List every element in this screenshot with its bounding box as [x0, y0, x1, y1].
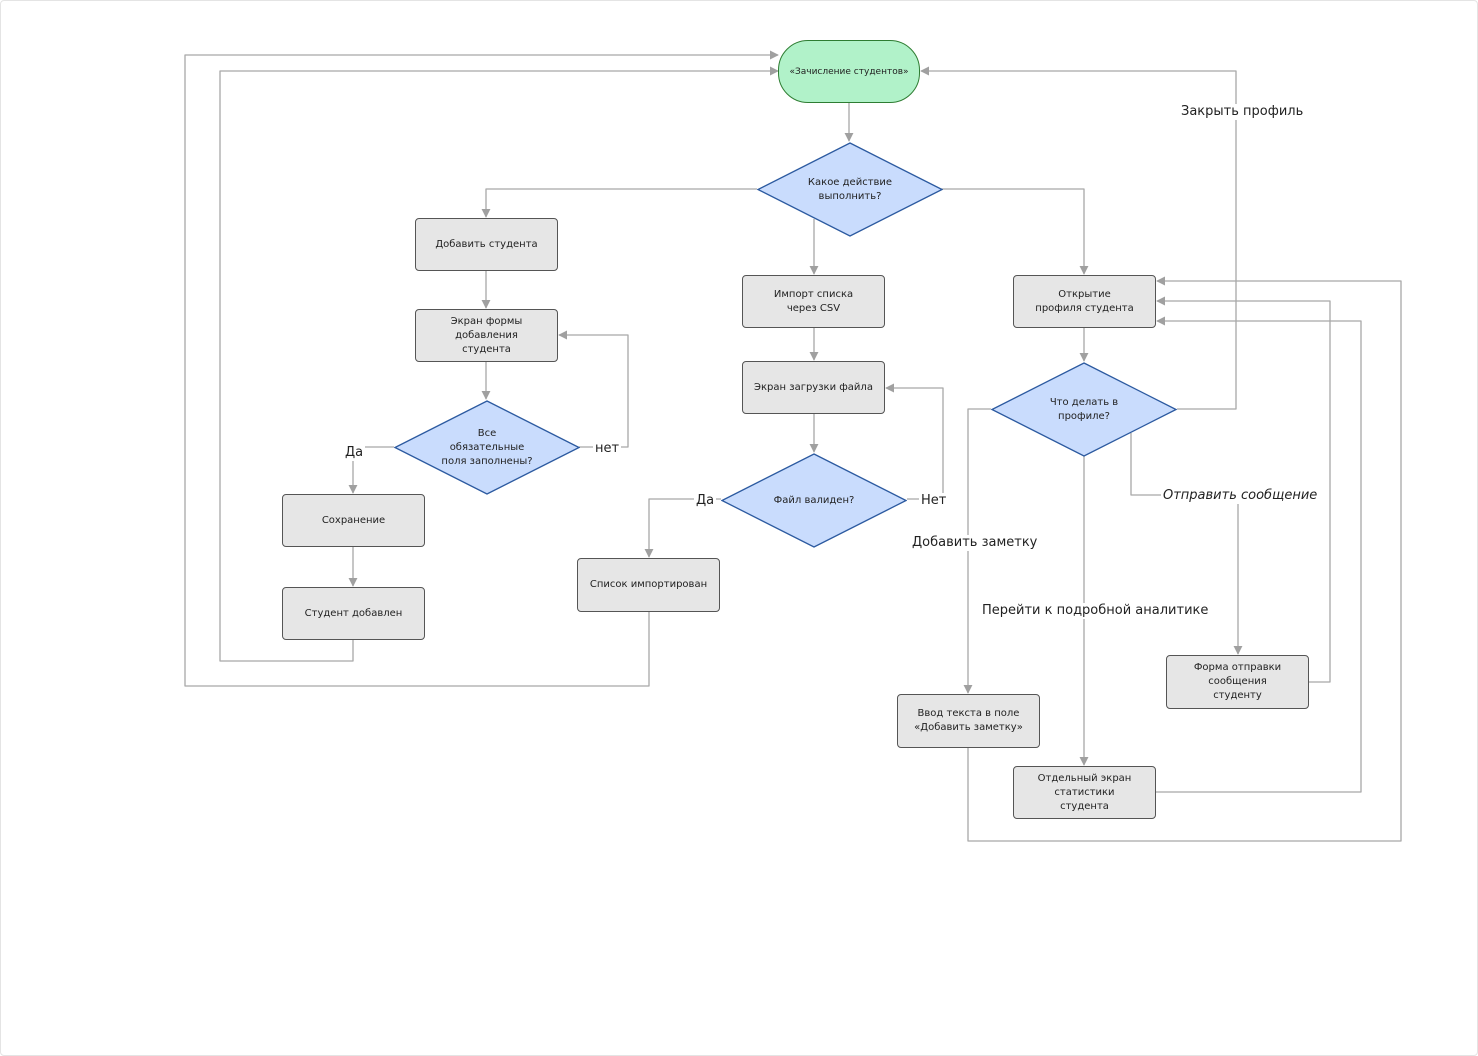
edge-added-to-start: [219, 66, 779, 662]
edge-message-back: [1156, 296, 1331, 683]
decision-file-valid[interactable]: Файл валиден?: [721, 453, 907, 548]
process-import-csv[interactable]: Импорт списка через CSV: [742, 275, 885, 328]
process-upload-screen-label: Экран загрузки файла: [754, 381, 873, 393]
process-message-form-label: Форма отправки сообщения студенту: [1193, 662, 1282, 701]
diamond-shape: [721, 453, 907, 548]
diamond-shape: [394, 400, 580, 495]
edge-action-to-profile: [941, 188, 1089, 275]
process-add-form[interactable]: Экран формы добавления студента: [415, 309, 558, 362]
process-import-csv-label: Импорт списка через CSV: [773, 288, 854, 314]
process-add-student[interactable]: Добавить студента: [415, 218, 558, 271]
edge-label-send-message: Отправить сообщение: [1161, 488, 1320, 504]
decision-fields-filled-label: Все обязательные поля заполнены?: [441, 427, 533, 467]
decision-action-label: Какое действие выполнить?: [807, 176, 893, 202]
diamond-shape: [991, 362, 1177, 457]
start-node[interactable]: «Зачисление студентов»: [778, 40, 920, 103]
process-student-added[interactable]: Студент добавлен: [282, 587, 425, 640]
process-open-profile[interactable]: Открытие профиля студента: [1013, 275, 1156, 328]
process-list-imported-label: Список импортирован: [589, 579, 708, 590]
edge-label-yes-file: Да: [694, 493, 717, 509]
process-note-input-label: Ввод текста в поле «Добавить заметку»: [914, 708, 1023, 733]
edge-list-to-start: [184, 50, 779, 687]
start-node-label: «Зачисление студентов»: [789, 66, 909, 77]
edge-label-close-profile: Закрыть профиль: [1179, 104, 1306, 120]
edge-label-no-fields: нет: [593, 441, 622, 457]
edge-label-add-note: Добавить заметку: [910, 535, 1040, 551]
decision-fields-filled[interactable]: Все обязательные поля заполнены?: [394, 400, 580, 495]
edge-note-back: [967, 276, 1402, 842]
edge-add-note: [963, 408, 991, 694]
edge-send-message: [1130, 433, 1243, 655]
edge-action-to-add-student: [481, 188, 757, 218]
process-student-added-label: Студент добавлен: [304, 607, 403, 619]
decision-action[interactable]: Какое действие выполнить?: [757, 142, 943, 237]
edge-label-yes-fields: Да: [343, 445, 366, 461]
process-message-form[interactable]: Форма отправки сообщения студенту: [1166, 655, 1309, 709]
decision-profile-action[interactable]: Что делать в профиле?: [991, 362, 1177, 457]
process-list-imported[interactable]: Список импортирован: [577, 558, 720, 612]
process-stats-screen-label: Отдельный экран статистики студента: [1037, 772, 1132, 812]
process-add-student-label: Добавить студента: [435, 238, 538, 250]
process-stats-screen[interactable]: Отдельный экран статистики студента: [1013, 766, 1156, 819]
process-add-form-label: Экран формы добавления студента: [450, 315, 523, 355]
edge-close-profile: [920, 66, 1237, 410]
edge-label-analytics: Перейти к подробной аналитике: [980, 603, 1211, 619]
process-save-label: Сохранение: [321, 514, 386, 526]
diamond-shape: [757, 142, 943, 237]
process-save[interactable]: Сохранение: [282, 494, 425, 547]
edge-label-no-file: Нет: [919, 493, 949, 509]
decision-profile-action-label: Что делать в профиле?: [1049, 396, 1119, 422]
process-upload-screen[interactable]: Экран загрузки файла: [742, 361, 885, 414]
decision-file-valid-label: Файл валиден?: [773, 494, 855, 506]
edge-stats-back: [1156, 316, 1362, 793]
process-open-profile-label: Открытие профиля студента: [1035, 288, 1134, 314]
process-note-input[interactable]: Ввод текста в поле «Добавить заметку»: [897, 694, 1040, 748]
